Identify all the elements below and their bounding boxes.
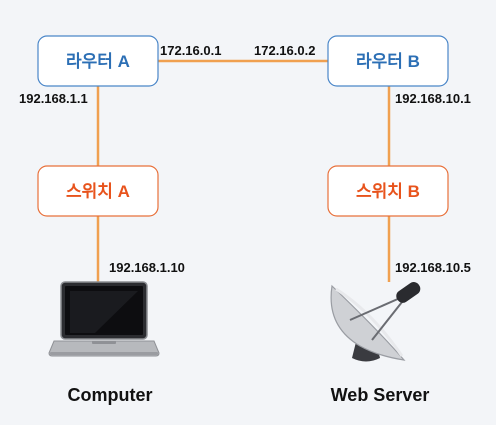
router-b: 라우터 B: [327, 35, 449, 87]
switch-b: 스위치 B: [327, 165, 449, 217]
ip-router-a-lan: 192.168.1.1: [19, 91, 88, 106]
ip-router-a-wan: 172.16.0.1: [160, 43, 221, 58]
laptop-icon: [48, 281, 160, 357]
web-server-label: Web Server: [331, 385, 430, 405]
ip-computer: 192.168.1.10: [109, 260, 185, 275]
switch-b-label: 스위치 B: [356, 182, 420, 201]
computer-label: Computer: [68, 385, 153, 405]
router-b-label: 라우터 B: [356, 52, 420, 71]
router-a-label: 라우터 A: [66, 52, 130, 71]
ip-server: 192.168.10.5: [395, 260, 471, 275]
router-a: 라우터 A: [37, 35, 159, 87]
switch-a: 스위치 A: [37, 165, 159, 217]
satellite-dish-icon: [330, 281, 421, 362]
switch-a-label: 스위치 A: [66, 182, 130, 201]
ip-router-b-lan: 192.168.10.1: [395, 91, 471, 106]
ip-router-b-wan: 172.16.0.2: [254, 43, 315, 58]
